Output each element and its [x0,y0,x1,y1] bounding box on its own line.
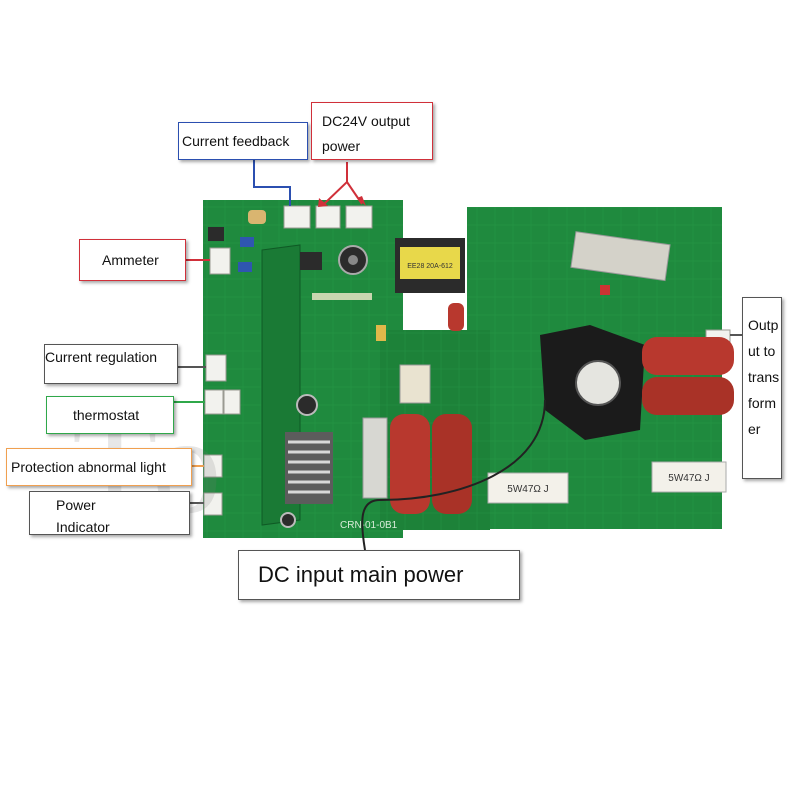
ammeter-connector [209,247,231,275]
trimmer-resistor [248,210,266,224]
leader-current-feedback [253,160,291,206]
label-dc-input-main-power: DC input main power [238,550,520,600]
label-ammeter: Ammeter [79,239,186,281]
label-protection-abnormal-light: Protection abnormal light [6,448,192,486]
current-feedback-connector [283,205,311,229]
small-components [208,210,610,528]
label-output-line1: Outp [748,317,779,333]
board-silkscreen: CRN-01-0B1 [340,520,398,531]
transformer-text: EE28 20A-612 [407,263,453,270]
power-resistors: 5W47Ω J 5W47Ω J [487,231,727,504]
power-resistor-right [651,461,727,493]
label-current-regulation: Current regulation [44,344,178,384]
label-dc-input-text: DC input main power [258,562,464,587]
label-current-regulation-text: Current regulation [45,349,158,365]
label-output-line3: trans [748,369,780,385]
label-output-to-transformer: Outp ut to trans form er [742,297,782,479]
header-strip [312,293,372,300]
label-output-line5: er [748,421,761,437]
dc24v-connector-a [315,205,341,229]
dc24v-connector-b [345,205,373,229]
label-output-line2: ut to [748,343,776,359]
label-dc24v-output-power: DC24V output power [311,102,433,160]
label-dc24v-line2: power [322,138,361,154]
film-capacitors-right [642,337,734,415]
label-thermostat-text: thermostat [73,407,140,423]
current-transformer [540,325,645,440]
label-current-feedback: Current feedback [178,122,308,160]
label-power-indicator-line2: Indicator [56,519,110,535]
regulator-7805 [208,227,224,241]
current-regulation-connector [205,354,227,382]
power-resistor-left [487,472,569,504]
resistor-right-text: 5W47Ω J [668,473,709,484]
leader-dc24v-a [323,162,348,205]
label-power-indicator-line1: Power [56,497,96,513]
label-ammeter-text: Ammeter [102,252,159,268]
auxiliary-transformer: EE28 20A-612 [395,238,465,293]
label-current-feedback-text: Current feedback [182,133,290,149]
heatsink [285,432,333,504]
resistor-left-text: 5W47Ω J [507,484,548,495]
thermistor-block [362,417,388,499]
label-protection-text: Protection abnormal light [11,459,166,475]
label-dc24v-line1: DC24V output [322,113,410,129]
label-thermostat: thermostat [46,396,174,434]
leader-dc24v-b [346,181,363,205]
thermostat-connector-b [223,389,241,415]
label-output-line4: form [748,395,776,411]
dc-input-wire [361,399,546,551]
label-power-indicator: Power Indicator [29,491,190,535]
